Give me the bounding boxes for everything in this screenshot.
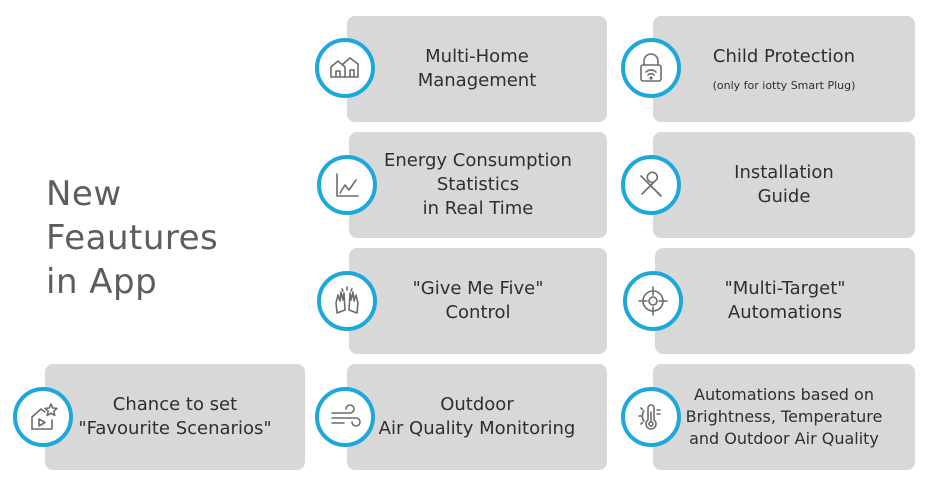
feature-card-multi-home: Multi-Home Management: [347, 16, 607, 122]
feature-title: Automations based on Brightness, Tempera…: [685, 385, 883, 448]
thermometer-icon: [621, 387, 681, 447]
feature-card-give-me-five: "Give Me Five" Control: [349, 248, 607, 354]
feature-card-automations-brightness: Automations based on Brightness, Tempera…: [653, 364, 915, 470]
feature-title: Outdoor Air Quality Monitoring: [378, 394, 576, 439]
hands-icon: [317, 271, 377, 331]
feature-title: Energy Consumption Statistics in Real Ti…: [384, 150, 572, 219]
tools-icon: [621, 155, 681, 215]
wind-icon: [315, 387, 375, 447]
target-icon: [623, 271, 683, 331]
feature-title: Installation Guide: [734, 162, 834, 207]
heading-line-1: New: [46, 174, 122, 214]
heading-line-3: in App: [46, 262, 158, 302]
lock-icon: [621, 38, 681, 98]
feature-card-air-quality: Outdoor Air Quality Monitoring: [347, 364, 607, 470]
feature-card-energy: Energy Consumption Statistics in Real Ti…: [349, 132, 607, 238]
feature-card-multi-target: "Multi-Target" Automations: [655, 248, 915, 354]
feature-title: Multi-Home Management: [417, 46, 537, 91]
heading-line-2: Feautures: [46, 218, 219, 258]
feature-title: Child Protection: [712, 46, 856, 67]
favourite-icon: [13, 387, 73, 447]
chart-icon: [317, 155, 377, 215]
home-icon: [315, 38, 375, 98]
feature-title: "Give Me Five" Control: [412, 278, 544, 323]
feature-card-installation: Installation Guide: [653, 132, 915, 238]
feature-card-child-protection: Child Protection (only for iotty Smart P…: [653, 16, 915, 122]
feature-subtitle: (only for iotty Smart Plug): [712, 79, 856, 92]
feature-title: Chance to set "Favourite Scenarios": [78, 394, 272, 439]
feature-title: "Multi-Target" Automations: [724, 278, 846, 323]
page-heading: New Feautures in App: [46, 172, 218, 304]
feature-card-favourite-scenarios: Chance to set "Favourite Scenarios": [45, 364, 305, 470]
